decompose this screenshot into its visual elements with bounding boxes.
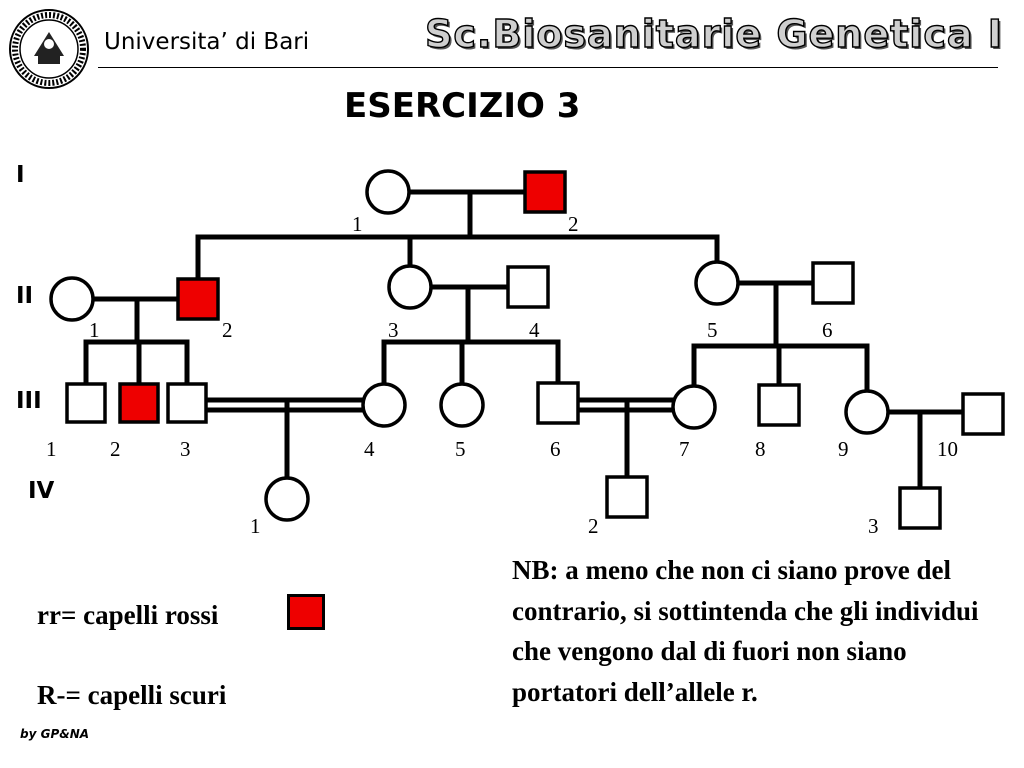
individual-number-iii-9: 9 — [838, 437, 849, 461]
header-divider — [98, 67, 998, 68]
individual-number-iii-1: 1 — [46, 437, 57, 461]
affected-male-square-iii-2 — [118, 382, 160, 424]
individual-number-ii-6: 6 — [822, 318, 833, 342]
unaffected-male-square-iii-6 — [536, 381, 580, 425]
unaffected-male-square-ii-4 — [506, 265, 550, 309]
generation-label-ii: II — [16, 283, 34, 309]
individual-number-iii-8: 8 — [755, 437, 766, 461]
affected-male-square-ii-2 — [176, 277, 220, 321]
author-credit: by GP&NA — [20, 727, 90, 741]
individual-number-ii-5: 5 — [707, 318, 718, 342]
unaffected-female-circle-iii-9 — [844, 389, 890, 435]
individual-number-iv-1: 1 — [250, 514, 261, 538]
individual-number-iv-3: 3 — [868, 514, 879, 538]
unaffected-male-square-iii-10 — [961, 392, 1005, 436]
exercise-title: ESERCIZIO 3 — [344, 86, 581, 126]
individual-number-iii-6: 6 — [550, 437, 561, 461]
individual-number-iv-2: 2 — [588, 514, 599, 538]
individual-number-iii-3: 3 — [180, 437, 191, 461]
legend-affected-label: rr= capelli rossi — [37, 600, 219, 630]
individual-number-ii-4: 4 — [529, 318, 540, 342]
affected-male-square-i-2 — [523, 170, 567, 214]
unaffected-female-circle-ii-3 — [387, 264, 433, 310]
individual-number-iii-2: 2 — [110, 437, 121, 461]
individual-number-i-1: 1 — [352, 212, 363, 236]
generation-label-iii: III — [16, 388, 42, 414]
generation-label-iv: IV — [28, 478, 55, 504]
unaffected-female-circle-iv-1 — [264, 476, 310, 522]
individual-number-iii-4: 4 — [364, 437, 375, 461]
university-name: Universita’ di Bari — [104, 29, 310, 55]
unaffected-male-square-iv-2 — [605, 475, 649, 519]
unaffected-male-square-iii-1 — [65, 382, 107, 424]
individual-number-ii-3: 3 — [388, 318, 399, 342]
individual-number-iii-7: 7 — [679, 437, 690, 461]
individual-number-ii-1: 1 — [89, 318, 100, 342]
unaffected-male-square-iv-3 — [898, 486, 942, 530]
individual-number-iii-10: 10 — [937, 437, 958, 461]
unaffected-female-circle-ii-5 — [694, 260, 740, 306]
legend-affected-swatch — [287, 594, 325, 630]
generation-label-i: I — [16, 162, 25, 188]
individual-number-ii-2: 2 — [222, 318, 233, 342]
unaffected-male-square-iii-8 — [757, 383, 801, 427]
note-text: NB: a meno che non ci siano prove del co… — [512, 555, 979, 707]
individual-number-iii-5: 5 — [455, 437, 466, 461]
unaffected-female-circle-iii-7 — [671, 384, 717, 430]
unaffected-male-square-ii-6 — [811, 261, 855, 305]
unaffected-female-circle-iii-5 — [439, 382, 485, 428]
unaffected-female-circle-ii-1 — [49, 276, 95, 322]
unaffected-male-square-iii-3 — [166, 382, 208, 424]
course-title: Sc.Biosanitarie Genetica I — [424, 11, 1003, 56]
unaffected-female-circle-i-1 — [365, 169, 411, 215]
individual-number-i-2: 2 — [568, 212, 579, 236]
legend-unaffected-label: R-= capelli scuri — [37, 680, 227, 710]
unaffected-female-circle-iii-4 — [361, 382, 407, 428]
university-seal-icon — [9, 9, 89, 89]
